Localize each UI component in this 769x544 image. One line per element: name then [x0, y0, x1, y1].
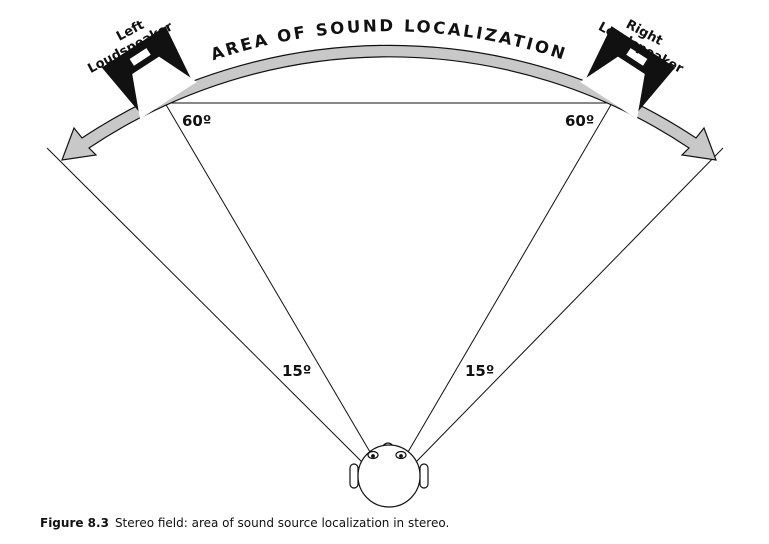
figure-caption-text: Stereo field: area of sound source local…: [114, 516, 450, 530]
angle-left-top: 60º: [182, 112, 211, 130]
figure-label: Figure 8.3: [40, 516, 109, 530]
right-loudspeaker-icon: [579, 26, 676, 120]
triangle-right-line: [407, 102, 613, 453]
left-boundary-line: [46, 147, 363, 463]
listener-head-icon: [349, 442, 429, 508]
angle-right-bottom: 15º: [465, 362, 494, 380]
angle-right-top: 60º: [565, 112, 594, 130]
left-loudspeaker-icon: [101, 26, 198, 120]
triangle-left-line: [164, 102, 371, 453]
figure-caption: Figure 8.3 Stereo field: area of sound so…: [40, 516, 449, 530]
angle-left-bottom: 15º: [282, 362, 311, 380]
right-boundary-line: [415, 147, 724, 463]
